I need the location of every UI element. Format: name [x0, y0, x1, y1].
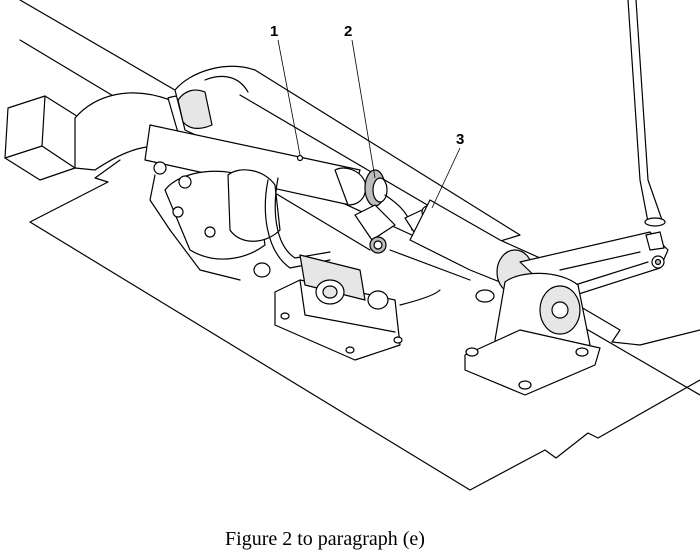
callout-1: 1 [270, 23, 278, 40]
mount-bracket [519, 0, 669, 301]
pump-unit [253, 254, 441, 361]
hose [264, 177, 331, 269]
drive-shaft [144, 124, 388, 207]
figure-caption: Figure 2 to paragraph (e) [225, 528, 425, 550]
leader-lines [277, 39, 461, 209]
callout-3: 3 [456, 131, 464, 148]
pedestal [464, 272, 601, 396]
callout-2: 2 [344, 23, 352, 40]
lower-housing [149, 161, 281, 281]
